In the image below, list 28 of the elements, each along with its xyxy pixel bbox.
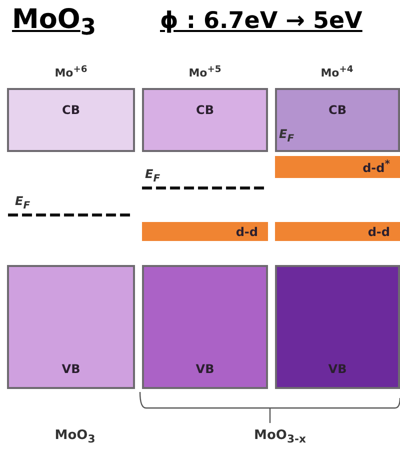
- compound-label: MoO$_{3}$: [54, 428, 96, 446]
- fermi-level-label: E$_{F}$: [145, 167, 160, 184]
- fermi-level-label: E$_{F}$: [279, 127, 294, 144]
- oxidation-state: Mo$^{+5}$: [188, 64, 222, 80]
- defect-band: [275, 222, 400, 241]
- heading: ϕ : 6.7eV → 5eV: [160, 8, 362, 34]
- band-label: d-d: [368, 226, 390, 238]
- band-box: [7, 88, 135, 152]
- oxidation-state: Mo$^{+6}$: [54, 64, 88, 80]
- band-label: d-d: [236, 226, 258, 238]
- band-label: CB: [196, 104, 214, 116]
- oxidation-state: Mo$^{+4}$: [320, 64, 354, 80]
- band-label: CB: [328, 104, 346, 116]
- band-label: VB: [62, 363, 80, 375]
- title: MoO$_{3}$: [12, 4, 96, 40]
- band-label: VB: [196, 363, 214, 375]
- fermi-level-label: E$_{F}$: [15, 194, 30, 212]
- band-label: CB: [62, 104, 80, 116]
- band-box: [275, 88, 400, 152]
- defect-band: [142, 222, 268, 241]
- band-label: VB: [328, 363, 347, 375]
- compound-label: MoO$_{3-x}$: [254, 428, 306, 446]
- defect-band: [275, 156, 400, 178]
- band-box: [142, 88, 268, 152]
- band-box: [275, 265, 400, 389]
- band-label: d-d$^{*}$: [362, 160, 390, 174]
- band-box: [7, 265, 135, 389]
- band-box: [142, 265, 268, 389]
